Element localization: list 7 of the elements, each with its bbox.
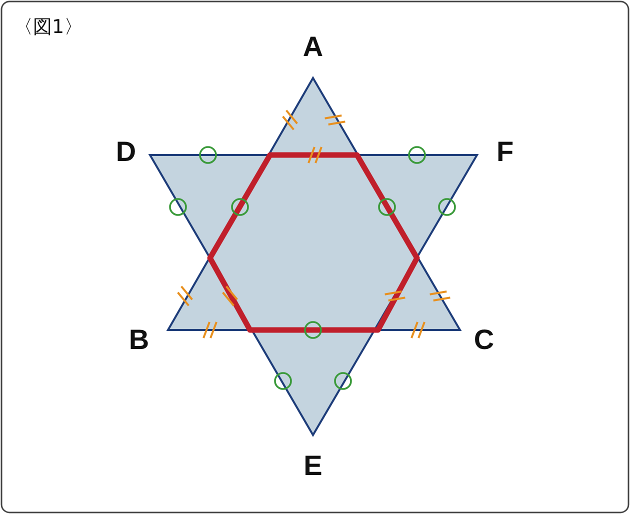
vertex-label: F (496, 137, 514, 167)
vertex-label: D (116, 137, 136, 167)
figure-title: 〈図1〉 (14, 16, 84, 38)
vertex-label: B (128, 325, 150, 355)
vertex-label: C (474, 325, 494, 355)
vertex-label: A (302, 32, 324, 62)
vertex-label: E (304, 451, 322, 481)
